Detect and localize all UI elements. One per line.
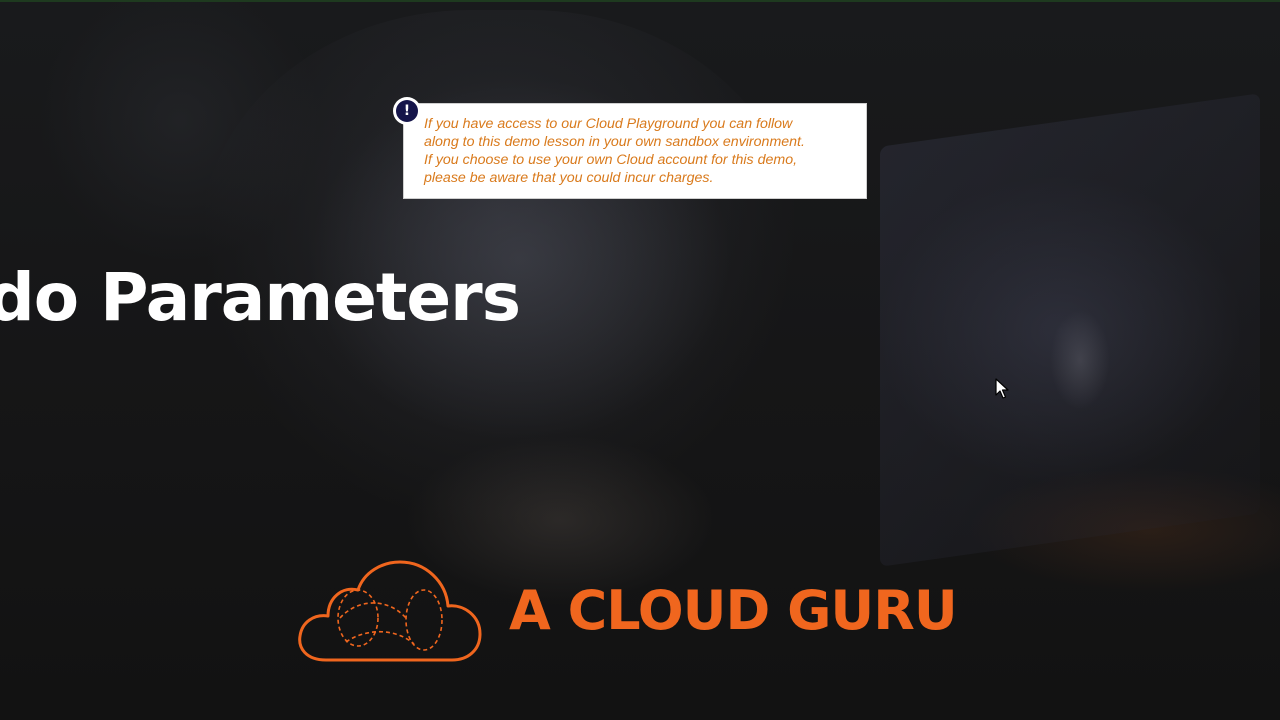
- cloud-logo-icon: [298, 560, 482, 662]
- notice-line: along to this demo lesson in your own sa…: [424, 134, 805, 150]
- exclamation-icon: !: [393, 97, 421, 125]
- notice-text: If you have access to our Cloud Playgrou…: [424, 115, 852, 187]
- slide-title: udo Parameters: [0, 259, 521, 336]
- mouse-pointer-icon: [995, 378, 1009, 399]
- background-laptop-logo: [1050, 310, 1110, 410]
- sandbox-notice: If you have access to our Cloud Playgrou…: [403, 103, 867, 199]
- notice-line: If you have access to our Cloud Playgrou…: [424, 116, 793, 132]
- background-person: [200, 10, 800, 530]
- logo-wordmark: A CLOUD GURU: [509, 579, 958, 642]
- notice-line: please be aware that you could incur cha…: [424, 170, 714, 186]
- notice-line: If you choose to use your own Cloud acco…: [424, 152, 798, 168]
- top-border: [0, 0, 1280, 2]
